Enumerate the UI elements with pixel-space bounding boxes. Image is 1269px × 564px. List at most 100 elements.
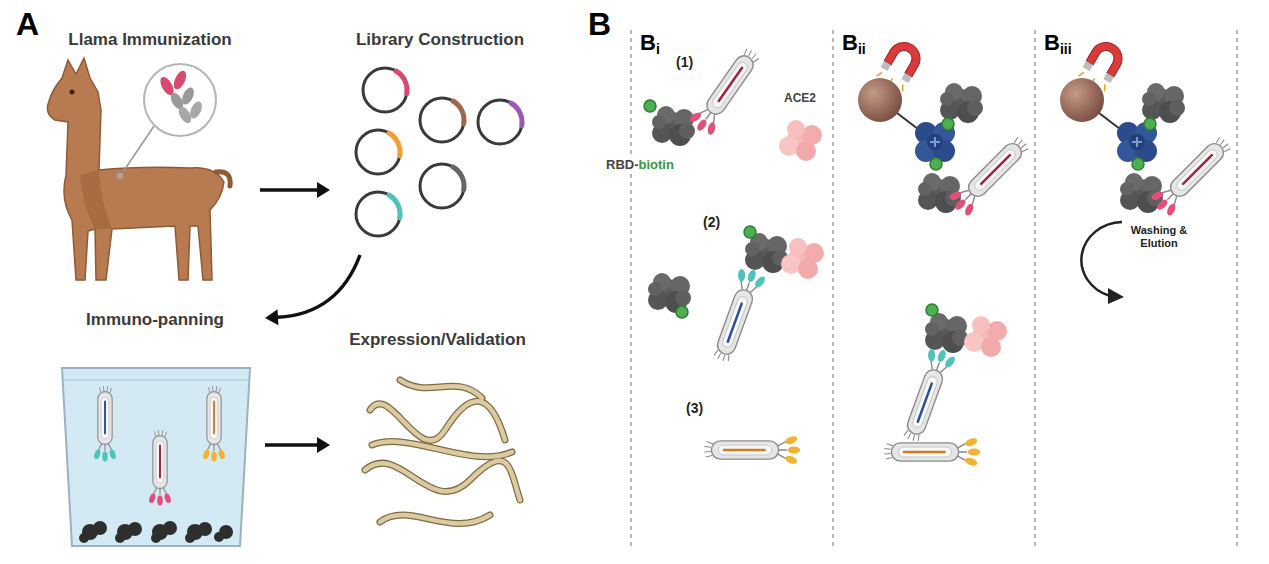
panning-well [202,444,226,462]
panning-well [93,444,117,462]
plasmid-library [420,98,464,142]
step-node: Llama Immunization [40,30,260,270]
panel-bii-art [945,182,982,219]
llama-illustration [47,58,230,280]
panel-bii-art [945,131,1034,220]
panel-bi-art [676,306,688,318]
panel-biii-art [1147,131,1236,220]
panel-bi-art [704,435,800,465]
panel-bi-art [644,100,656,112]
figure-label: ii [858,41,866,57]
panel-bi-art [713,287,755,363]
figure-label: i [656,41,660,57]
panel-bi-art [686,103,724,139]
antibody-inset [116,172,124,180]
flow-arrow [265,437,330,453]
panning-well [62,368,250,546]
figure-label: (3) [686,400,703,416]
arrow-head [317,437,330,453]
panel-bii-art [925,313,968,353]
plasmid-library [420,164,464,208]
panel-bi-art [707,265,768,366]
panel-bii-art [940,83,983,123]
antibody-inset [123,126,154,172]
antibody-inset [171,69,189,91]
panel-bii-art [965,135,1030,200]
panning-well [93,521,107,535]
panel-biii-art [1132,158,1144,170]
panel-biii-art [1144,118,1156,130]
step-node: Library Construction [330,30,550,255]
panel-bi-art [652,106,695,146]
arrow-line [265,443,317,447]
panel-bi-art [686,43,766,139]
separator-line [832,30,834,548]
panning-well [198,522,212,536]
flow-arrow [265,255,360,325]
figure-label: ACE2 [784,92,816,106]
panel-bi-art [744,226,756,238]
antibody-inset [144,64,216,136]
panning-well [207,386,221,444]
figure-label: (2) [703,214,720,230]
antibody-inset [116,64,216,180]
panel-bi-art [732,265,768,296]
step-title: Expression/Validation [330,330,545,350]
panning-well [79,521,233,543]
panning-well [148,488,172,506]
antibody-inset [188,100,205,121]
protein-ribbon [365,380,520,524]
protein-ribbon [380,515,490,524]
panning-well [151,533,161,543]
panel-biii-art [1060,78,1104,122]
protein-ribbon [365,380,520,524]
plasmid-library [356,68,522,236]
panel-bi-art [781,238,824,279]
separator-line [630,30,632,548]
panel-biii-art [1167,135,1232,200]
protein-ribbon [365,461,520,500]
panel-biii-art [1142,83,1185,123]
panning-well [64,379,248,381]
panel-bi-art [644,43,824,465]
llama-illustration [70,90,75,95]
separator-line [631,30,1237,548]
panel-biii-art [1108,288,1124,304]
panning-well [93,386,117,461]
plasmid-library [363,68,407,112]
panning-well [79,533,89,543]
panel-bii-art [942,118,954,130]
protein-ribbon [400,380,482,398]
llama-illustration [80,170,112,229]
panning-well [148,430,172,505]
panel-bi-art [779,120,822,161]
panel-biii-art [1081,222,1122,296]
panning-well [128,522,142,536]
protein-ribbon [370,401,505,440]
step-title: Immuno-panning [45,310,265,330]
protein-ribbon [372,442,512,457]
protein-ribbon [400,380,482,398]
plasmid-library [478,100,522,144]
panel-biii-art [1147,182,1184,219]
panning-well [98,386,112,444]
llama-illustration [47,58,224,280]
protein-ribbon [365,461,520,500]
panel-bii-art [858,78,902,122]
figure-label: Washing & Elution [1128,224,1190,249]
arrow-line [278,255,360,317]
step-title: Library Construction [330,30,550,50]
panel-bii-art [858,37,1034,468]
panning-well [214,532,224,542]
figure-label: RBD- [606,158,639,173]
protein-ribbon [370,401,505,440]
panning-well [163,521,177,535]
separator-line [1034,30,1036,548]
figure-label: B [842,30,858,55]
plasmid-library [356,192,400,236]
llama-illustration [216,172,230,186]
figure-label: A [16,6,39,43]
panning-well [115,533,125,543]
panel-bii-art [884,443,958,461]
panning-well [185,533,195,543]
